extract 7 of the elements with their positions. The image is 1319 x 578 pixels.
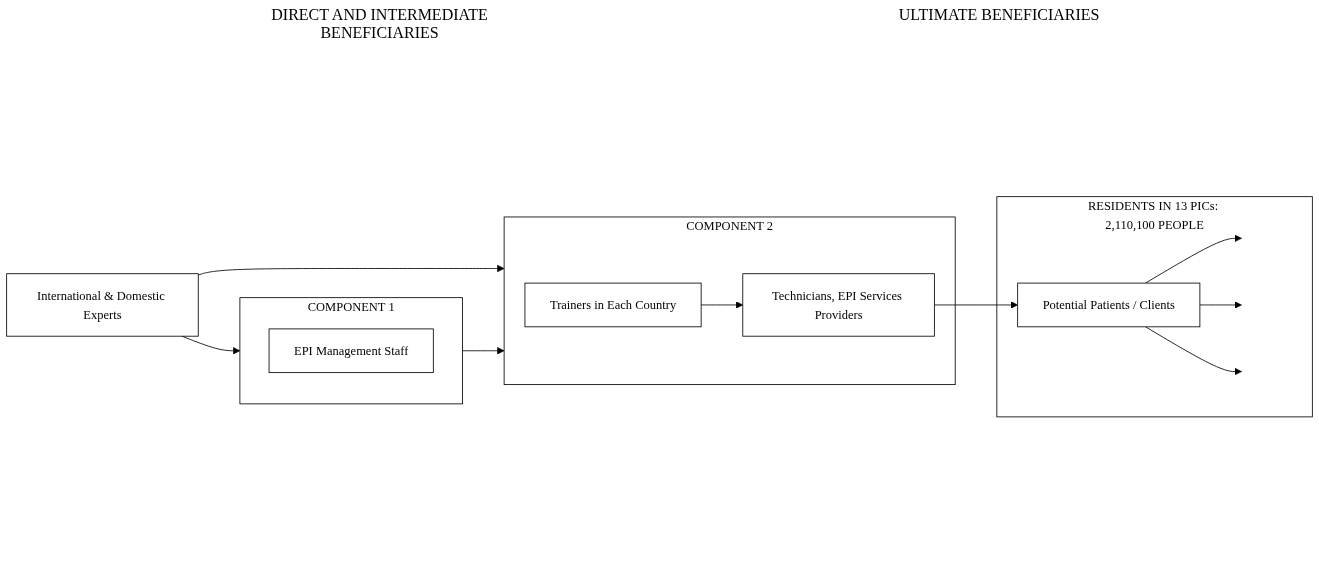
node-box: Potential Patients / Clients xyxy=(1017,282,1201,328)
node-box: International & Domestic Experts xyxy=(6,273,199,337)
column-heading: DIRECT AND INTERMEDIATE BENEFICIARIES xyxy=(270,6,489,42)
node-box: EPI Management Staff xyxy=(268,328,434,374)
node-box: Trainers in Each Country xyxy=(524,282,702,328)
node-box: Technicians, EPI Services Providers xyxy=(742,273,935,337)
column-heading: ULTIMATE BENEFICIARIES xyxy=(898,6,1100,25)
